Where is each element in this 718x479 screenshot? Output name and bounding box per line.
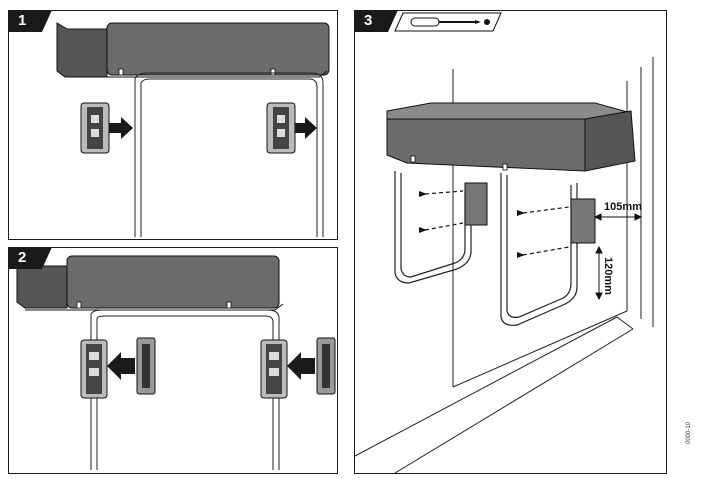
bracket-left: [136, 337, 156, 395]
step-2-panel: 2: [8, 247, 338, 474]
step-2-number: 2: [18, 249, 27, 266]
screw-left-upper: [419, 190, 464, 197]
dimension-120mm-line: [595, 245, 603, 301]
clip-right: [266, 102, 296, 154]
clip-right: [260, 339, 288, 399]
unit-body: [56, 22, 330, 78]
cabinet: [355, 57, 654, 473]
screw-icon: [484, 19, 490, 25]
step-1-badge: 1: [9, 11, 52, 32]
step-3-number: 3: [364, 12, 373, 29]
screw-right-upper: [517, 206, 570, 216]
screwdriver-icon: [410, 17, 481, 27]
screw-right-lower: [517, 246, 570, 258]
step-1-panel: 1: [8, 10, 338, 240]
step-3-badge: 3: [355, 11, 398, 32]
tool-strip: [394, 12, 502, 32]
step-3-panel: 3: [354, 10, 667, 474]
step-3-illustration: [355, 12, 654, 473]
bracket-left: [464, 182, 488, 226]
dimension-105mm-line: [593, 213, 643, 221]
dimension-105mm-label: 105mm: [604, 201, 642, 213]
step-1-illustration: [56, 22, 330, 237]
clip-left: [80, 102, 110, 154]
bracket-right: [570, 198, 596, 244]
unit-body: [386, 102, 636, 172]
screw-left-lower: [419, 222, 464, 233]
clip-left: [80, 339, 108, 399]
dimension-120mm-label: 120mm: [602, 257, 614, 295]
arrow-right: [109, 117, 133, 139]
unit-body: [16, 255, 284, 311]
wire-frame: [90, 309, 280, 470]
wire-frame: [134, 72, 324, 237]
step-2-badge: 2: [9, 248, 52, 269]
document-code: 0000-10: [686, 421, 692, 444]
bracket-right: [316, 337, 336, 395]
arrow-left: [287, 352, 315, 380]
step-2-illustration: [16, 255, 336, 470]
step-1-number: 1: [18, 12, 27, 29]
arrow-left: [107, 352, 135, 380]
arrow-right: [295, 117, 317, 139]
wire-frame: [394, 171, 578, 326]
